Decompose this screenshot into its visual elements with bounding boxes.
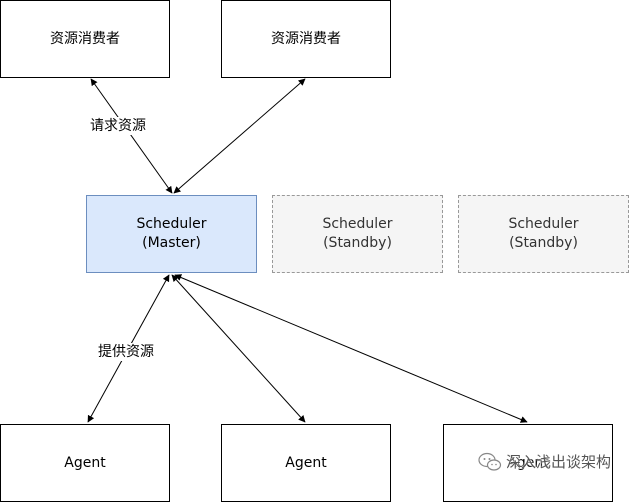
edge-label-request: 请求资源: [88, 117, 148, 135]
wechat-icon: [478, 452, 502, 471]
agent-label: Agent: [64, 454, 106, 471]
arrow-consumer1-master: [90, 78, 173, 194]
scheduler-role: (Standby): [509, 235, 578, 251]
agent-node-1: Agent: [0, 424, 170, 502]
arrow-master-agent3: [174, 274, 528, 423]
edge-label-provide: 提供资源: [96, 343, 156, 361]
scheduler-role: (Master): [142, 235, 201, 251]
arrow-consumer2-master: [173, 78, 306, 194]
arrow-master-agent2: [171, 274, 306, 423]
scheduler-name: Scheduler: [136, 216, 207, 232]
consumer-node-1: 资源消费者: [0, 0, 170, 78]
scheduler-standby-node-1: Scheduler (Standby): [272, 195, 443, 273]
scheduler-master-node: Scheduler (Master): [86, 195, 257, 273]
consumer-label: 资源消费者: [50, 30, 120, 47]
consumer-label: 资源消费者: [271, 30, 341, 47]
consumer-node-2: 资源消费者: [221, 0, 391, 78]
agent-label: Agent: [507, 454, 549, 471]
scheduler-standby-node-2: Scheduler (Standby): [458, 195, 629, 273]
scheduler-name: Scheduler: [508, 216, 579, 232]
watermark-text: 深入浅出谈架构: [506, 453, 612, 471]
agent-node-2: Agent: [221, 424, 391, 502]
scheduler-name: Scheduler: [322, 216, 393, 232]
watermark: 深入浅出谈架构: [478, 452, 611, 472]
agent-node-3: Agent: [443, 424, 613, 502]
scheduler-role: (Standby): [323, 235, 392, 251]
agent-label: Agent: [285, 454, 327, 471]
